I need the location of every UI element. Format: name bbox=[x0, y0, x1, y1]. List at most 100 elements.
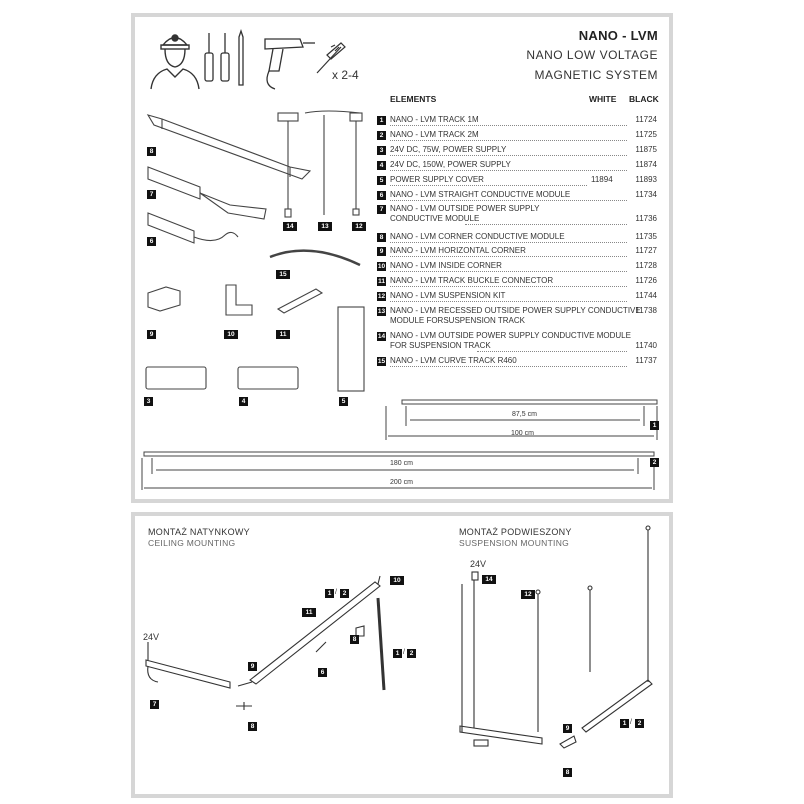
row-white: 11894 bbox=[591, 175, 613, 184]
row-name: NANO - LVM TRACK BUCKLE CONNECTOR bbox=[390, 276, 554, 285]
row-name-2: FOR SUSPENSION TRACK bbox=[390, 341, 491, 350]
row-name: NANO - LVM CURVE TRACK R460 bbox=[390, 356, 517, 365]
row-black: 11737 bbox=[635, 356, 657, 365]
ceiling-mounting-drawing bbox=[145, 575, 386, 710]
row-number: 12 bbox=[377, 292, 386, 301]
screw-multiplier: x 2-4 bbox=[332, 68, 359, 82]
row-name: NANO - LVM HORIZONTAL CORNER bbox=[390, 246, 526, 255]
part-tag-14: 14 bbox=[283, 222, 297, 231]
table-row: 11 NANO - LVM TRACK BUCKLE CONNECTOR 11726 bbox=[377, 276, 657, 290]
row-number: 4 bbox=[377, 161, 386, 170]
part-tag-7: 7 bbox=[147, 190, 156, 199]
ceiling-tag-1b: 1 bbox=[393, 649, 402, 658]
part-tag-9: 9 bbox=[147, 330, 156, 339]
row-number: 14 bbox=[377, 332, 386, 341]
ceiling-tag-2b: 2 bbox=[407, 649, 416, 658]
ceiling-tag-1: 1 bbox=[325, 589, 334, 598]
part-tag-6: 6 bbox=[147, 237, 156, 246]
row-number: 5 bbox=[377, 176, 386, 185]
part-tag-4: 4 bbox=[239, 397, 248, 406]
row-black: 11893 bbox=[635, 175, 657, 184]
row-black: 11875 bbox=[635, 145, 657, 154]
ceiling-slash-2: / bbox=[403, 649, 405, 656]
ceiling-tag-6: 6 bbox=[318, 668, 327, 677]
product-subtitle-2: MAGNETIC SYSTEM bbox=[534, 68, 658, 82]
row-name: NANO - LVM TRACK 2M bbox=[390, 130, 479, 139]
worker-icon bbox=[150, 34, 200, 90]
part-tag-8: 8 bbox=[147, 147, 156, 156]
row-number: 1 bbox=[377, 116, 386, 125]
table-row: 15 NANO - LVM CURVE TRACK R460 11737 bbox=[377, 356, 657, 370]
part-tag-15: 15 bbox=[276, 270, 290, 279]
row-black: 11734 bbox=[635, 190, 657, 199]
row-number: 6 bbox=[377, 191, 386, 200]
screwdriver-icon bbox=[204, 28, 244, 86]
row-number: 9 bbox=[377, 247, 386, 256]
suspension-title: MONTAŻ PODWIESZONY bbox=[459, 527, 572, 537]
row-name: POWER SUPPLY COVER bbox=[390, 175, 484, 184]
row-number: 2 bbox=[377, 131, 386, 140]
ceiling-subtitle: CEILING MOUNTING bbox=[148, 538, 236, 548]
row-black: 11728 bbox=[635, 261, 657, 270]
dim-2-inner: 180 cm bbox=[390, 460, 413, 467]
col-white: WHITE bbox=[589, 94, 617, 104]
row-name: 24V DC, 75W, POWER SUPPLY bbox=[390, 145, 507, 154]
row-name: NANO - LVM RECESSED OUTSIDE POWER SUPPLY… bbox=[390, 306, 641, 315]
part-tag-12: 12 bbox=[352, 222, 366, 231]
dim-2-outer: 200 cm bbox=[390, 479, 413, 486]
product-subtitle-1: NANO LOW VOLTAGE bbox=[526, 48, 658, 62]
suspension-subtitle: SUSPENSION MOUNTING bbox=[459, 538, 570, 548]
row-number: 11 bbox=[377, 277, 386, 286]
ceiling-tag-10: 10 bbox=[390, 576, 404, 585]
row-name-2: CONDUCTIVE MODULE bbox=[390, 214, 480, 223]
part-tag-3: 3 bbox=[144, 397, 153, 406]
suspension-mounting-drawing bbox=[459, 525, 653, 749]
ceiling-tag-8: 8 bbox=[248, 722, 257, 731]
part-tag-10: 10 bbox=[224, 330, 238, 339]
ceiling-tag-7: 7 bbox=[150, 700, 159, 709]
suspension-tag-12: 12 bbox=[521, 590, 535, 599]
row-name: NANO - LVM TRACK 1M bbox=[390, 115, 479, 124]
row-name: NANO - LVM STRAIGHT CONDUCTIVE MODULE bbox=[390, 190, 571, 199]
part-tag-5: 5 bbox=[339, 397, 348, 406]
row-black: 11727 bbox=[635, 246, 657, 255]
row-black: 11744 bbox=[635, 291, 657, 300]
row-number: 7 bbox=[377, 205, 386, 214]
ceiling-tag-9: 9 bbox=[248, 662, 257, 671]
screw-icon bbox=[316, 42, 346, 74]
dim-1-inner: 87,5 cm bbox=[512, 411, 537, 418]
row-black: 11874 bbox=[635, 160, 657, 169]
ceiling-tag-2: 2 bbox=[340, 589, 349, 598]
col-elements: ELEMENTS bbox=[390, 94, 437, 104]
row-black: 11736 bbox=[635, 214, 657, 223]
row-name: NANO - LVM OUTSIDE POWER SUPPLY bbox=[390, 204, 540, 213]
parts-illustration bbox=[145, 110, 365, 392]
suspension-tag-2: 2 bbox=[635, 719, 644, 728]
row-black: 11740 bbox=[635, 341, 657, 350]
table-row: 6 NANO - LVM STRAIGHT CONDUCTIVE MODULE 11… bbox=[377, 190, 657, 204]
ceiling-slash: / bbox=[335, 589, 337, 596]
ceiling-title: MONTAŻ NATYNKOWY bbox=[148, 527, 250, 537]
part-tag-11: 11 bbox=[276, 330, 290, 339]
suspension-tag-14: 14 bbox=[482, 575, 496, 584]
drill-icon bbox=[264, 38, 315, 90]
row-number: 8 bbox=[377, 233, 386, 242]
row-name-2: MODULE FORSUSPENSION TRACK bbox=[390, 316, 525, 325]
row-name: NANO - LVM INSIDE CORNER bbox=[390, 261, 502, 270]
product-title: NANO - LVM bbox=[578, 28, 658, 43]
suspension-voltage: 24V bbox=[470, 559, 487, 569]
table-row: 9 NANO - LVM HORIZONTAL CORNER 11727 bbox=[377, 246, 657, 260]
elements-panel bbox=[131, 13, 673, 503]
row-black: 11726 bbox=[635, 276, 657, 285]
row-number: 15 bbox=[377, 357, 386, 366]
suspension-tag-8: 8 bbox=[563, 768, 572, 777]
row-name: NANO - LVM OUTSIDE POWER SUPPLY CONDUCTI… bbox=[390, 331, 631, 340]
suspension-slash: / bbox=[630, 719, 632, 726]
